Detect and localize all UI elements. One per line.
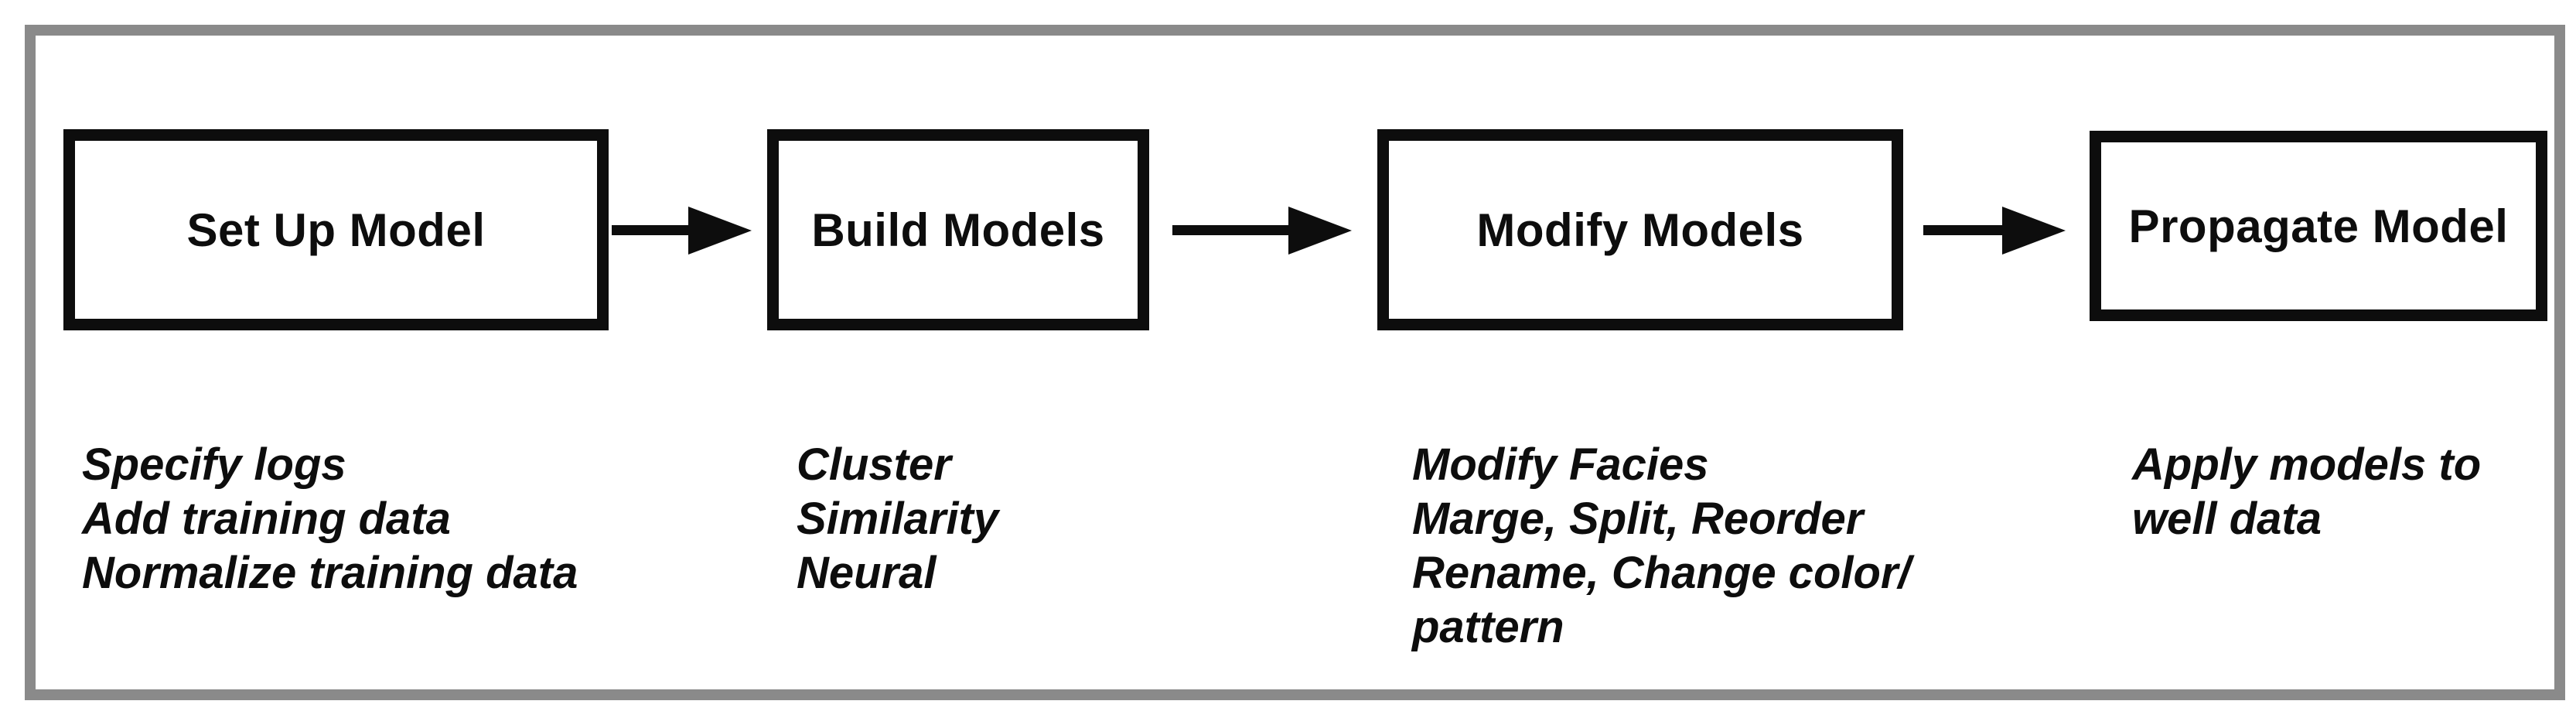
detail-line: Marge, Split, Reorder (1412, 494, 1864, 544)
detail-line: Rename, Change color/ (1412, 548, 1911, 598)
step-title-set-up-model: Set Up Model (186, 203, 486, 256)
step-box-build-models: Build Models (767, 129, 1149, 330)
detail-line: well data (2132, 494, 2322, 544)
step-title-build-models: Build Models (811, 203, 1105, 256)
detail-line: Normalize training data (82, 548, 578, 598)
step-title-propagate-model: Propagate Model (2128, 200, 2509, 252)
step-title-modify-models: Modify Models (1476, 203, 1804, 256)
detail-line: Specify logs (82, 439, 346, 490)
detail-line: Add training data (82, 494, 451, 544)
detail-line: Apply models to (2132, 439, 2482, 490)
detail-line: pattern (1412, 602, 1564, 652)
diagram-frame: Set Up Model Build Models Modify Models … (25, 25, 2565, 700)
detail-line: Similarity (797, 494, 999, 544)
detail-block-propagate-model: Apply models to well data (2132, 438, 2481, 546)
step-box-propagate-model: Propagate Model (2090, 131, 2547, 321)
step-box-set-up-model: Set Up Model (63, 129, 609, 330)
detail-line: Cluster (797, 439, 951, 490)
detail-block-modify-models: Modify Facies Marge, Split, Reorder Rena… (1412, 438, 1911, 655)
detail-block-build-models: Cluster Similarity Neural (797, 438, 998, 600)
detail-line: Modify Facies (1412, 439, 1709, 490)
detail-line: Neural (797, 548, 937, 598)
detail-block-set-up-model: Specify logs Add training data Normalize… (82, 438, 578, 600)
step-box-modify-models: Modify Models (1377, 129, 1903, 330)
